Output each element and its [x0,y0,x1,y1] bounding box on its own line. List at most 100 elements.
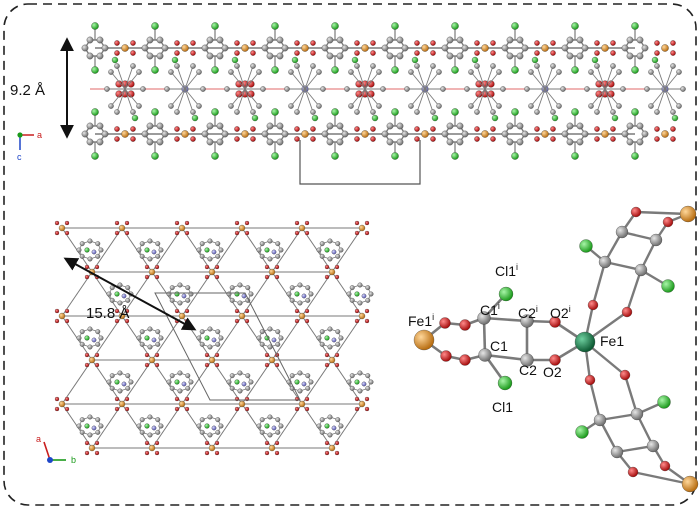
atom-c [327,414,333,420]
atom-c [610,63,616,69]
label-fe1-sym: Fe1i [408,312,434,329]
atom-c [490,109,496,115]
atom-o [114,136,120,142]
left-unit-cell-outline [154,292,301,401]
atom-fe [178,224,186,232]
atom-o [54,230,60,236]
atom-fe [58,400,66,408]
atom-o [594,40,600,46]
atom-fe [358,312,366,320]
atom-o [430,126,436,132]
bond [664,88,680,107]
atom-o [64,230,70,236]
atom-o [354,220,360,226]
atom-c [237,282,243,288]
atom-o [94,352,100,358]
atom-o [610,126,616,132]
atom-c [76,423,82,429]
bond [664,65,674,90]
atom-o [294,40,300,46]
atom-fe [301,44,309,52]
atom-cl [611,114,619,122]
bond [211,227,243,273]
atom-o [264,362,270,368]
atom-c [215,329,221,335]
atom-o [144,352,150,358]
atom-o [94,264,100,270]
atom-c [327,326,333,332]
bond [650,88,666,107]
atom-c [620,86,626,92]
atom-c [626,52,634,60]
atom-cl [498,286,514,302]
atom-cl [151,22,159,30]
atom-c [224,86,230,92]
atom-c [259,341,265,347]
atom-o [174,308,180,314]
atom-c [141,130,149,138]
bond [470,88,486,107]
atom-c [376,103,382,109]
atom-o [324,440,330,446]
atom-o [247,80,255,88]
atom-c [276,52,284,60]
bond [635,210,689,216]
atom-c [161,130,169,138]
atom-c [516,122,524,130]
atom-c [275,417,281,423]
atom-c [308,379,314,385]
atom-o [414,50,420,56]
atom-c [610,109,616,115]
atom-cl [114,291,120,297]
atom-c [474,109,480,115]
atom-o [154,362,160,368]
atom-c [215,417,221,423]
atom-c [321,130,329,138]
atom-c [670,63,676,69]
atom-c [139,253,145,259]
atom-o [550,40,556,46]
atom-c [96,122,104,130]
atom-c [335,417,341,423]
atom-c [349,385,355,391]
bond [61,359,93,405]
atom-cl [84,423,90,429]
atom-c [501,44,509,52]
atom-cl [151,152,159,160]
atom-c [316,69,322,75]
atom-o [204,352,210,358]
atom-o [244,318,250,324]
atom-c [381,130,389,138]
atom-o [54,396,60,402]
top-axis-indicator: a c [17,130,42,162]
atom-fe [178,400,186,408]
bond [271,227,303,273]
atom-fe [358,400,366,408]
atom-fe [148,268,156,276]
bond [588,379,602,421]
atom-c [139,429,145,435]
bond [350,88,366,107]
atom-o [294,136,300,142]
atom-o [264,352,270,358]
atom-o [324,352,330,358]
atom-c [229,297,235,303]
atom-cl [91,152,99,160]
atom-cl [131,114,139,122]
atom-c [275,253,281,259]
bond [271,315,303,361]
atom-cl [511,22,519,30]
atom-o [204,440,210,446]
atom-c [327,432,333,438]
atom-c [305,385,311,391]
bond [424,88,440,107]
atom-cl [204,247,210,253]
atom-cl [531,56,539,64]
atom-c [196,247,202,253]
atom-o [250,40,256,46]
top-unit-cell-outline [299,140,421,185]
atom-c [185,297,191,303]
atom-cl [354,291,360,297]
bond [331,315,363,361]
atom-c [368,291,374,297]
